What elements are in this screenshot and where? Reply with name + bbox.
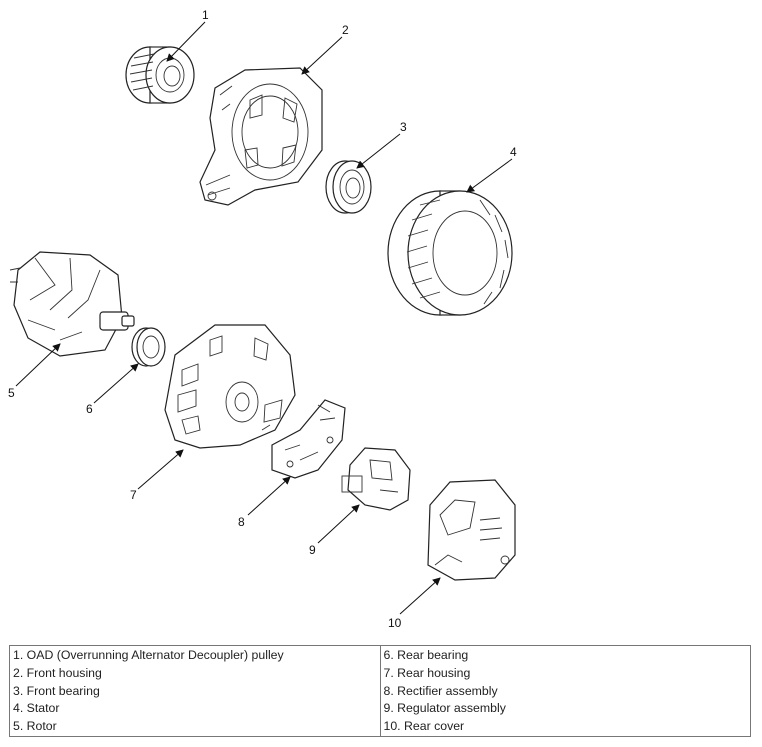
legend-item: 2. Front housing xyxy=(13,665,102,680)
callout-10: 10 xyxy=(388,616,402,630)
callout-5: 5 xyxy=(8,386,15,400)
legend-item: 7. Rear housing xyxy=(383,665,471,680)
stator-drawing xyxy=(387,190,513,316)
legend-item: 9. Regulator assembly xyxy=(383,701,506,716)
legend-item: 5. Rotor xyxy=(13,719,57,734)
rear-bearing-drawing xyxy=(131,327,166,367)
legend-item: 10. Rear cover xyxy=(383,719,465,734)
legend-item: 6. Rear bearing xyxy=(383,648,469,662)
leader-lines xyxy=(15,21,513,615)
callout-8: 8 xyxy=(238,515,245,529)
callout-4: 4 xyxy=(510,145,517,159)
callout-9: 9 xyxy=(309,543,316,557)
callout-6: 6 xyxy=(86,402,93,416)
legend-column-left: 1. OAD (Overrunning Alternator Decoupler… xyxy=(10,646,380,736)
regulator-assembly-drawing xyxy=(341,447,411,511)
callout-7: 7 xyxy=(130,488,137,502)
callout-1: 1 xyxy=(202,8,209,22)
parts-legend-table: 1. OAD (Overrunning Alternator Decoupler… xyxy=(9,645,751,737)
rear-housing-drawing xyxy=(164,324,296,449)
rear-cover-drawing xyxy=(427,479,516,581)
front-bearing-drawing xyxy=(325,160,372,214)
legend-item: 8. Rectifier assembly xyxy=(383,683,498,698)
exploded-view-diagram: 1 2 3 4 5 6 7 8 9 10 xyxy=(8,8,517,630)
callout-2: 2 xyxy=(342,23,349,37)
legend-item: 3. Front bearing xyxy=(13,683,100,698)
legend-item: 4. Stator xyxy=(13,701,60,716)
callout-3: 3 xyxy=(400,120,407,134)
legend-column-right: 6. Rear bearing 7. Rear housing 8. Recti… xyxy=(379,646,751,736)
rotor-drawing xyxy=(9,251,135,357)
legend-item: 1. OAD (Overrunning Alternator Decoupler… xyxy=(13,648,284,662)
oad-pulley-drawing xyxy=(125,46,195,104)
front-housing-drawing xyxy=(199,67,323,206)
rectifier-assembly-drawing xyxy=(271,399,346,479)
